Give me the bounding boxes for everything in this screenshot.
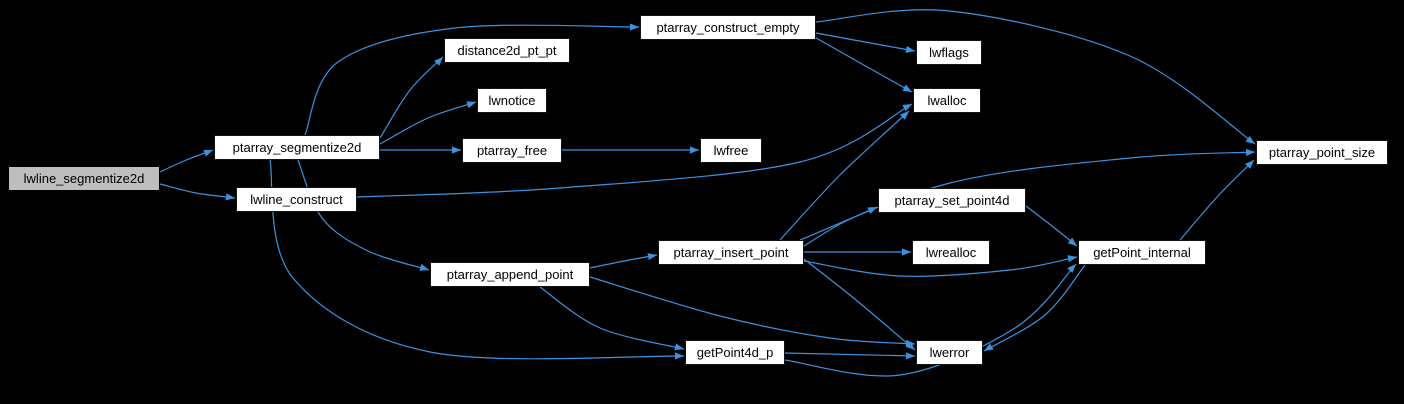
node-ptarray_construct_empty[interactable]: ptarray_construct_empty xyxy=(640,15,816,40)
node-ptarray_point_size[interactable]: ptarray_point_size xyxy=(1256,140,1388,165)
node-getPoint4d_p[interactable]: getPoint4d_p xyxy=(685,340,785,365)
node-distance2d_pt_pt[interactable]: distance2d_pt_pt xyxy=(444,38,570,63)
edge-ptarray_insert_point-to-getPoint_internal xyxy=(803,255,1078,277)
edge-lwline_segmentize2d-to-lwline_construct xyxy=(159,183,236,201)
edge-ptarray_append_point-to-lwerror xyxy=(589,276,916,347)
edge-ptarray_construct_empty-to-lwflags xyxy=(815,32,916,53)
edge-ptarray_segmentize2d-to-distance2d_pt_pt xyxy=(379,56,444,139)
edge-ptarray_set_point4d-to-getPoint_internal xyxy=(1025,205,1078,247)
edge-lwline_segmentize2d-to-ptarray_segmentize2d xyxy=(159,149,214,173)
node-lwnotice[interactable]: lwnotice xyxy=(477,88,547,113)
node-ptarray_segmentize2d[interactable]: ptarray_segmentize2d xyxy=(214,135,380,160)
node-lwalloc[interactable]: lwalloc xyxy=(913,88,981,113)
node-getPoint_internal[interactable]: getPoint_internal xyxy=(1078,240,1206,265)
edge-ptarray_insert_point-to-ptarray_set_point4d xyxy=(803,206,878,247)
node-ptarray_free[interactable]: ptarray_free xyxy=(462,138,562,163)
edge-getPoint_internal-to-lwerror xyxy=(983,264,1086,352)
edge-ptarray_segmentize2d-to-getPoint4d_p xyxy=(269,159,685,360)
edge-ptarray_append_point-to-getPoint4d_p xyxy=(539,286,685,351)
edge-ptarray_insert_point-to-lwerror xyxy=(803,258,916,351)
edge-lwline_construct-to-lwalloc xyxy=(356,103,913,198)
edge-ptarray_insert_point-to-lwalloc xyxy=(779,110,910,241)
edge-ptarray_construct_empty-to-ptarray_point_size xyxy=(815,9,1256,145)
edge-ptarray_construct_empty-to-lwalloc xyxy=(815,37,913,93)
edge-ptarray_segmentize2d-to-lwnotice xyxy=(379,101,477,145)
node-lwline_construct[interactable]: lwline_construct xyxy=(236,187,357,212)
node-ptarray_set_point4d[interactable]: ptarray_set_point4d xyxy=(878,188,1026,213)
node-ptarray_append_point[interactable]: ptarray_append_point xyxy=(430,262,590,287)
edge-ptarray_segmentize2d-to-ptarray_construct_empty xyxy=(304,23,640,136)
edge-ptarray_insert_point-to-ptarray_point_size xyxy=(799,148,1256,241)
node-lwrealloc[interactable]: lwrealloc xyxy=(912,240,990,265)
node-lwerror[interactable]: lwerror xyxy=(916,340,983,365)
node-lwfree[interactable]: lwfree xyxy=(700,138,762,163)
node-ptarray_insert_point[interactable]: ptarray_insert_point xyxy=(658,240,804,265)
edge-ptarray_append_point-to-ptarray_insert_point xyxy=(589,253,658,269)
node-lwline_segmentize2d[interactable]: lwline_segmentize2d xyxy=(8,166,160,191)
node-lwflags[interactable]: lwflags xyxy=(916,40,982,65)
edge-getPoint_internal-to-ptarray_point_size xyxy=(1179,159,1255,241)
edge-getPoint4d_p-to-lwerror xyxy=(784,352,916,360)
edge-ptarray_segmentize2d-to-ptarray_append_point xyxy=(297,159,430,271)
